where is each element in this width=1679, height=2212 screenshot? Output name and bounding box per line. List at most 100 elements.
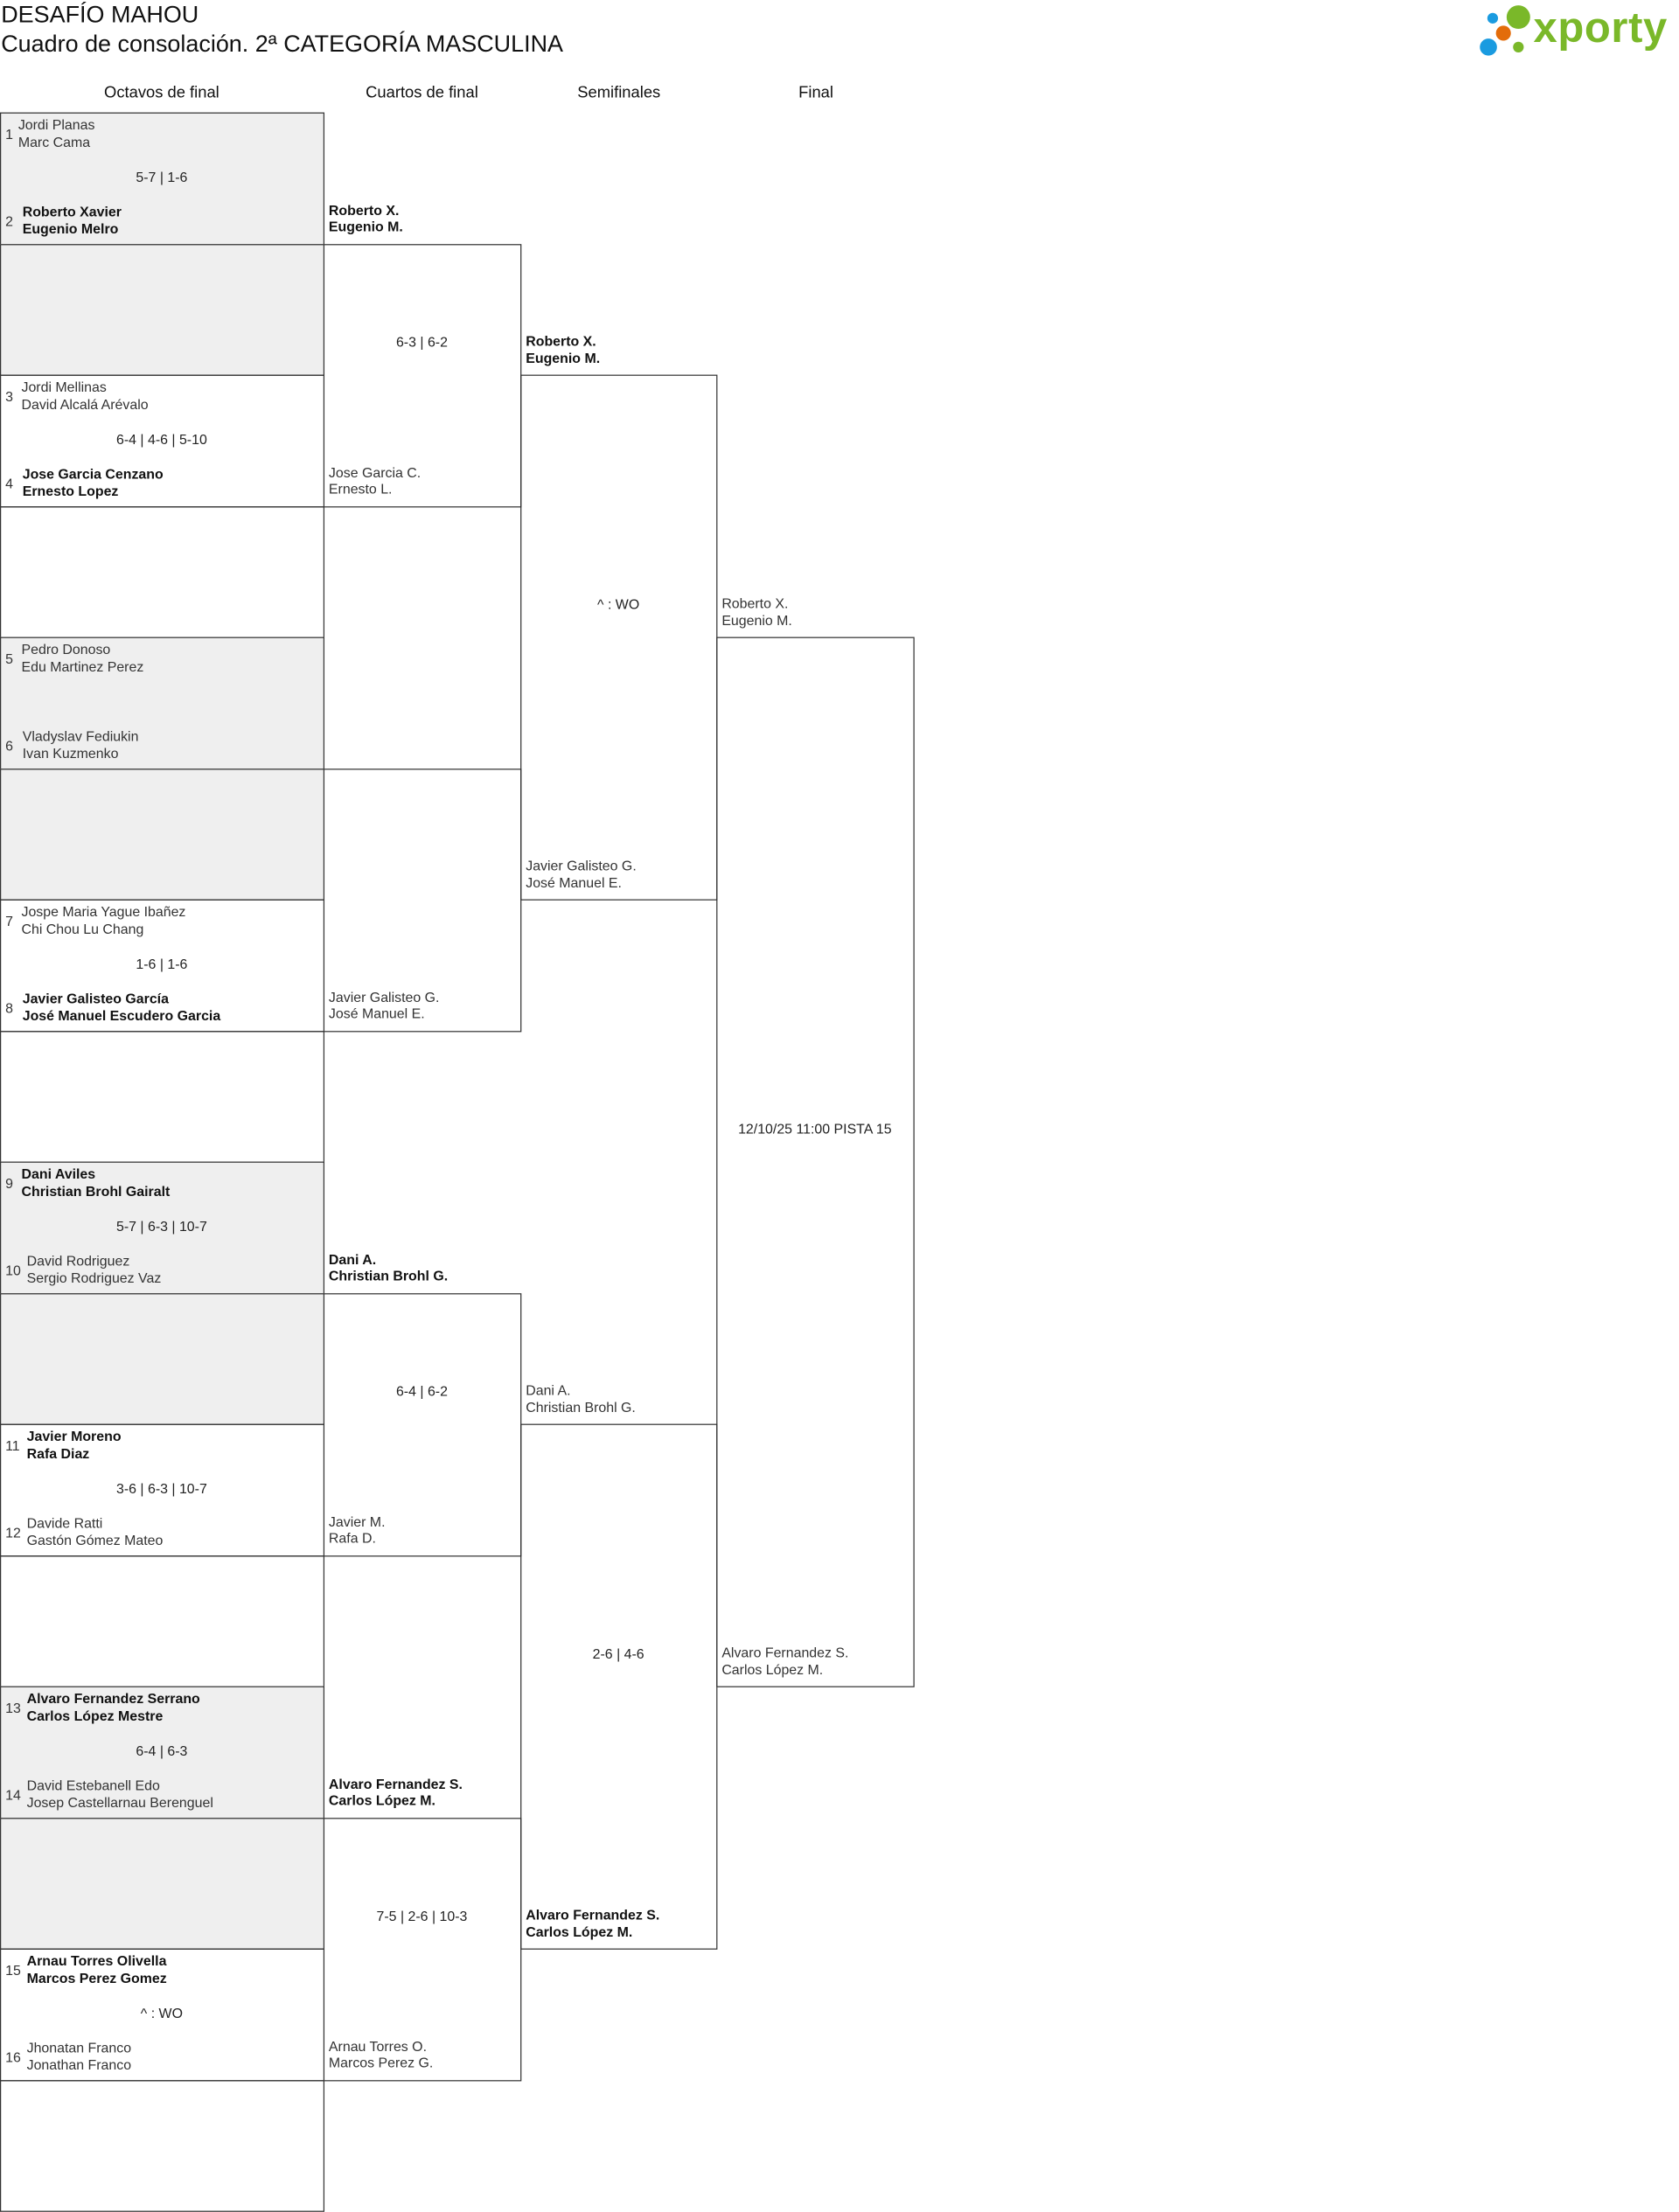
match-box [716,636,915,1687]
seed-number: 15 [5,1962,21,1979]
team-entry[interactable]: Jose Garcia C.Ernesto L. [329,464,421,497]
round-header: Final [798,83,833,102]
player-name: Jordi Mellinas [21,379,107,395]
player-name: Marcos Perez Gomez [26,1969,167,1986]
match-score: ^ : WO [597,596,640,613]
team-entry[interactable]: Javier M.Rafa D. [329,1513,386,1547]
match-slot [0,768,325,901]
player-name: Davide Ratti [26,1514,103,1532]
player-name: Josep Castellarnau Berenguel [26,1793,213,1811]
player-name: Carlos López Mestre [26,1707,164,1723]
player-name: Javier Galisteo G. [526,857,637,874]
match-score: 3-6 | 6-3 | 10-7 [115,1480,207,1497]
player-name: Ivan Kuzmenko [22,744,119,762]
player-name: Rafa D. [328,1529,376,1547]
player-name: Eugenio M. [526,349,601,366]
match-slot [0,636,325,769]
player-name: Carlos López M. [526,1923,633,1940]
round-header: Octavos de final [104,83,219,102]
seed-number: 13 [5,1700,21,1716]
match-slot [0,1030,325,1163]
player-name: Sergio Rodriguez Vaz [26,1269,162,1286]
player-name: Javier Galisteo G. [328,988,440,1005]
team-entry[interactable]: Alvaro Fernandez S.Carlos López M. [721,1645,848,1678]
player-name: Alvaro Fernandez S. [328,1775,463,1792]
player-name: Javier Moreno [26,1428,122,1444]
seed-number: 9 [5,1175,13,1192]
team-entry[interactable]: Alvaro Fernandez S.Carlos López M. [526,1907,659,1940]
player-name: Arnau Torres Olivella [26,1952,167,1969]
player-name: Roberto Xavier [22,203,122,220]
player-name: Roberto X. [328,201,400,219]
seed-number: 2 [5,212,13,230]
seed-number: 10 [5,1262,21,1279]
player-name: Alvaro Fernandez Serrano [26,1690,200,1707]
match-slot [0,1292,325,1425]
logo-text: xporty [1533,3,1668,52]
player-name: Jordi Planas [17,116,95,133]
player-name: Vladyslav Fediukin [22,727,139,745]
match-score: 6-4 | 4-6 | 5-10 [115,431,207,448]
player-name: Christian Brohl G. [526,1398,636,1416]
player-name: Roberto X. [526,332,596,350]
round-header: Cuartos de final [366,83,478,102]
player-name: Chi Chou Lu Chang [21,920,144,936]
player-name: Jonathan Franco [26,2055,132,2073]
player-name: Jose Garcia C. [328,463,421,481]
draw-title: Cuadro de consolación. 2ª CATEGORÍA MASC… [1,30,564,57]
player-name: David Rodriguez [26,1252,130,1269]
team-entry[interactable]: Roberto X.Eugenio M. [721,595,792,629]
match-score: 2-6 | 4-6 [592,1645,644,1662]
team-entry[interactable]: Dani A.Christian Brohl G. [526,1382,636,1416]
team-entry[interactable]: Arnau Torres O.Marcos Perez G. [329,2038,433,2071]
player-name: Carlos López M. [721,1660,824,1678]
team-entry[interactable]: Alvaro Fernandez S.Carlos López M. [329,1776,463,1809]
match-box [520,1423,718,1950]
player-name: Christian Brohl Gairalt [21,1182,171,1199]
seed-number: 16 [5,2049,21,2066]
team-entry[interactable]: Javier Galisteo G.José Manuel E. [329,989,440,1022]
player-name: Marcos Perez G. [328,2054,434,2071]
player-name: Christian Brohl G. [328,1267,449,1284]
match-score: 5-7 | 1-6 [136,169,188,185]
match-slot [0,1817,325,1950]
match-score: 6-4 | 6-2 [395,1383,448,1400]
round-header: Semifinales [577,83,661,102]
match-slot [0,2079,325,2212]
player-name: Alvaro Fernandez S. [721,1644,849,1661]
logo-dots-icon [1480,5,1530,56]
match-score: 12/10/25 11:00 PISTA 15 [738,1121,892,1137]
seed-number: 14 [5,1786,21,1804]
xporty-logo: xporty [1478,2,1676,58]
player-name: Dani A. [526,1381,571,1399]
team-entry[interactable]: Dani A.Christian Brohl G. [329,1251,448,1284]
player-name: José Manuel E. [526,873,622,891]
team-entry[interactable]: Roberto X.Eugenio M. [526,333,600,366]
team-entry[interactable]: Javier Galisteo G.José Manuel E. [526,858,637,891]
player-name: Edu Martinez Perez [21,657,144,674]
player-name: Roberto X. [721,595,789,612]
team-entry[interactable]: Roberto X.Eugenio M. [329,202,403,235]
match-slot [0,1161,325,1294]
player-name: Arnau Torres O. [328,2037,428,2055]
player-name: David Alcalá Arévalo [21,395,149,412]
seed-number: 3 [5,388,13,405]
player-name: Jhonatan Franco [26,2039,132,2056]
player-name: Eugenio Melro [22,219,119,237]
